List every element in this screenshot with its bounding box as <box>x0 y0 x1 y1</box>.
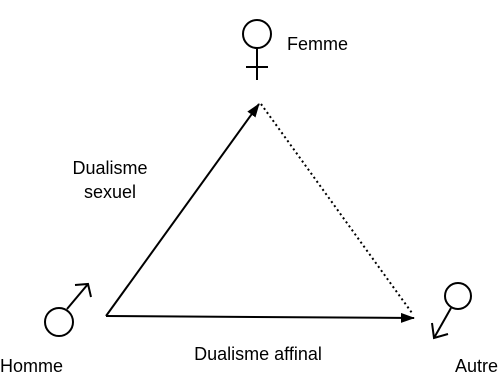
label-homme: Homme <box>0 356 63 376</box>
label-dualisme-sexuel-line1: Dualisme <box>72 158 147 178</box>
male-symbol-icon <box>44 282 92 337</box>
female-symbol-icon <box>242 19 272 80</box>
edge-femme-autre-dotted <box>260 103 413 314</box>
label-femme: Femme <box>287 34 348 54</box>
other-symbol-icon <box>431 282 472 340</box>
edge-dualisme-sexuel-arrow <box>105 103 260 317</box>
edge-dualisme-affinal-arrow <box>105 312 415 323</box>
label-autre: Autre <box>455 356 498 376</box>
label-dualisme-affinal: Dualisme affinal <box>194 344 322 364</box>
label-dualisme-sexuel-line2: sexuel <box>84 182 136 202</box>
